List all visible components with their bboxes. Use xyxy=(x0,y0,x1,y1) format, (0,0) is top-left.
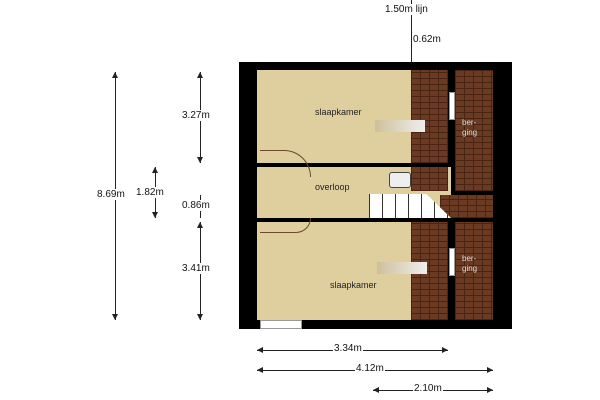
dim-top-room: 3.27m xyxy=(181,110,211,121)
dim-stair: 0.86m xyxy=(181,200,211,211)
room-storage-top xyxy=(455,70,493,191)
radiator-top xyxy=(375,120,425,132)
room-label-landing: overloop xyxy=(315,182,350,192)
dim-total-height: 8.69m xyxy=(96,189,126,200)
dim-width-inner: 3.34m xyxy=(333,343,363,354)
dim-width-right: 2.10m xyxy=(413,383,443,394)
room-label-storage-top: ber- ging xyxy=(462,118,478,137)
window-bottom xyxy=(260,320,302,329)
door-bottom-bedroom xyxy=(260,218,311,233)
dim-landing-height: 1.82m xyxy=(135,187,165,198)
room-label-storage-bottom: ber- ging xyxy=(462,254,478,273)
roof-slope-mid xyxy=(411,167,448,191)
dim-width-total: 4.12m xyxy=(355,363,385,374)
room-top-bedroom xyxy=(257,70,411,163)
skylight-bottom xyxy=(449,248,455,276)
dim-bottom-room: 3.41m xyxy=(181,263,211,274)
roof-slope-bottom xyxy=(411,222,448,320)
boiler-icon xyxy=(389,172,411,188)
reference-line xyxy=(411,0,412,62)
line-label: 1.50m lijn xyxy=(384,4,429,15)
room-label-top-bedroom: slaapkamer xyxy=(315,107,362,117)
roof-slope-top xyxy=(411,70,448,163)
roof-over-stairs xyxy=(440,195,493,218)
radiator-bottom xyxy=(377,262,427,274)
offset-label: 0.62m xyxy=(412,34,442,45)
room-label-bottom-bedroom: slaapkamer xyxy=(330,280,377,290)
room-storage-bottom xyxy=(455,222,493,320)
skylight-top xyxy=(449,92,455,120)
